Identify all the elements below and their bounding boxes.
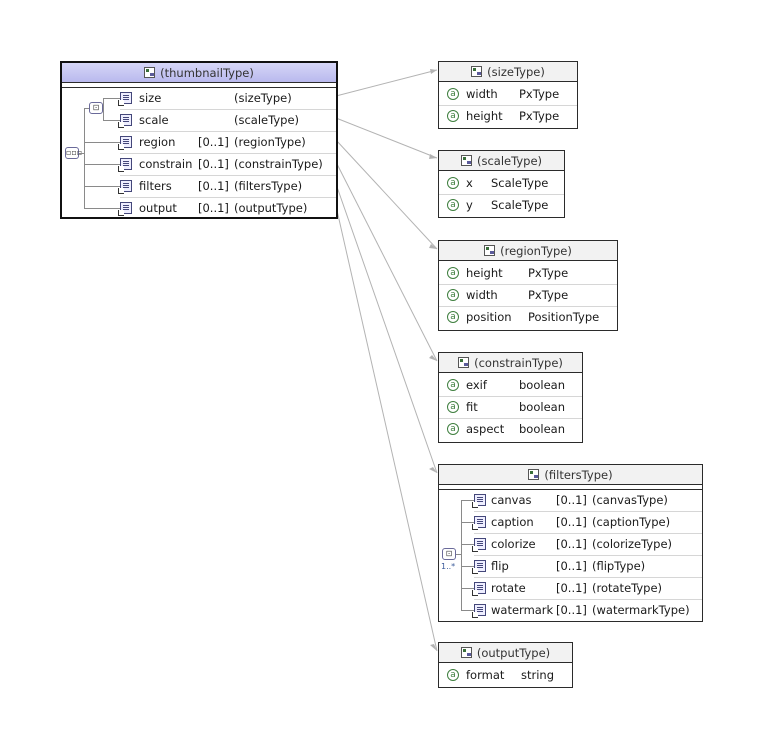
complex-type-icon xyxy=(471,66,483,77)
attribute-row-exif[interactable]: a exif boolean xyxy=(439,374,582,397)
attribute-icon: a xyxy=(447,267,459,279)
output-type-box[interactable]: (outputType) a format string xyxy=(438,642,573,688)
attribute-row-fit[interactable]: a fit boolean xyxy=(439,396,582,419)
wire-constrain xyxy=(335,161,438,362)
size-type-box[interactable]: (sizeType) a width PxType a height PxTyp… xyxy=(438,61,578,129)
attribute-icon: a xyxy=(447,311,459,323)
element-row-colorize[interactable]: colorize [0..1] (colorizeType) xyxy=(472,533,702,556)
attribute-icon: a xyxy=(447,401,459,413)
sequence-compositor-icon[interactable]: ▫▫▫ xyxy=(65,147,83,159)
element-row-region[interactable]: region [0..1] (regionType) xyxy=(118,131,336,154)
element-row-flip[interactable]: flip [0..1] (flipType) xyxy=(472,555,702,578)
filters-type-box[interactable]: (filtersType) ⊡ 1..* canvas [0..1] (canv… xyxy=(438,464,703,622)
constrain-type-box[interactable]: (constrainType) a exif boolean a fit boo… xyxy=(438,352,583,443)
output-type-header[interactable]: (outputType) xyxy=(439,643,572,663)
attribute-row-y[interactable]: a y ScaleType xyxy=(439,194,564,216)
element-row-output[interactable]: output [0..1] (outputType) xyxy=(118,197,336,219)
attribute-row-width[interactable]: a width PxType xyxy=(439,284,617,307)
attribute-icon: a xyxy=(447,289,459,301)
complex-type-icon xyxy=(144,67,156,78)
element-row-rotate[interactable]: rotate [0..1] (rotateType) xyxy=(472,577,702,600)
attribute-icon: a xyxy=(447,423,459,435)
attribute-icon: a xyxy=(447,110,459,122)
attribute-row-height[interactable]: a height PxType xyxy=(439,262,617,285)
complex-type-icon xyxy=(460,155,472,166)
filters-type-header[interactable]: (filtersType) xyxy=(439,465,702,485)
attribute-icon: a xyxy=(447,379,459,391)
complex-type-icon xyxy=(484,245,496,256)
wire-output xyxy=(335,205,438,652)
attribute-row-format[interactable]: a format string xyxy=(439,664,572,686)
element-row-filters[interactable]: filters [0..1] (filtersType) xyxy=(118,175,336,198)
complex-type-icon xyxy=(460,647,472,658)
element-icon xyxy=(472,538,486,552)
complex-type-icon xyxy=(528,469,540,480)
attribute-row-height[interactable]: a height PxType xyxy=(439,105,577,127)
attribute-row-width[interactable]: a width PxType xyxy=(439,83,577,106)
element-icon xyxy=(472,494,486,508)
attribute-row-position[interactable]: a position PositionType xyxy=(439,306,617,328)
element-icon xyxy=(472,604,486,618)
element-icon xyxy=(118,114,132,128)
choice-compositor-icon[interactable]: ⊡ xyxy=(442,548,456,560)
wire-scale xyxy=(335,117,438,159)
attribute-icon: a xyxy=(447,88,459,100)
element-icon xyxy=(472,516,486,530)
element-icon xyxy=(118,202,132,216)
thumbnail-type-title: (thumbnailType) xyxy=(160,65,254,80)
element-icon xyxy=(118,136,132,150)
wire-filters xyxy=(335,183,438,474)
attribute-row-x[interactable]: a x ScaleType xyxy=(439,172,564,195)
element-row-size[interactable]: size (sizeType) xyxy=(118,87,336,110)
wire-region xyxy=(335,139,438,250)
choice-multiplicity: 1..* xyxy=(441,562,456,571)
attribute-row-aspect[interactable]: a aspect boolean xyxy=(439,418,582,440)
thumbnail-type-header[interactable]: (thumbnailType) xyxy=(62,63,336,83)
thumbnail-type-box[interactable]: (thumbnailType) ▫▫▫ ⊡ size (sizeType) sc… xyxy=(60,61,338,219)
element-row-caption[interactable]: caption [0..1] (captionType) xyxy=(472,511,702,534)
scale-type-header[interactable]: (scaleType) xyxy=(439,151,564,171)
element-row-canvas[interactable]: canvas [0..1] (canvasType) xyxy=(472,489,702,512)
attribute-icon: a xyxy=(447,177,459,189)
constrain-type-header[interactable]: (constrainType) xyxy=(439,353,582,373)
complex-type-icon xyxy=(458,357,470,368)
choice-compositor-icon[interactable]: ⊡ xyxy=(89,102,103,114)
attribute-icon: a xyxy=(447,669,459,681)
element-icon xyxy=(118,158,132,172)
element-icon xyxy=(118,92,132,106)
element-row-scale[interactable]: scale (scaleType) xyxy=(118,109,336,132)
element-icon xyxy=(472,560,486,574)
element-icon xyxy=(472,582,486,596)
size-type-header[interactable]: (sizeType) xyxy=(439,62,577,82)
region-type-header[interactable]: (regionType) xyxy=(439,241,617,261)
element-row-constrain[interactable]: constrain [0..1] (constrainType) xyxy=(118,153,336,176)
region-type-box[interactable]: (regionType) a height PxType a width PxT… xyxy=(438,240,618,331)
scale-type-box[interactable]: (scaleType) a x ScaleType a y ScaleType xyxy=(438,150,565,218)
wire-size xyxy=(335,69,438,97)
attribute-icon: a xyxy=(447,199,459,211)
element-row-watermark[interactable]: watermark [0..1] (watermarkType) xyxy=(472,599,702,621)
element-icon xyxy=(118,180,132,194)
